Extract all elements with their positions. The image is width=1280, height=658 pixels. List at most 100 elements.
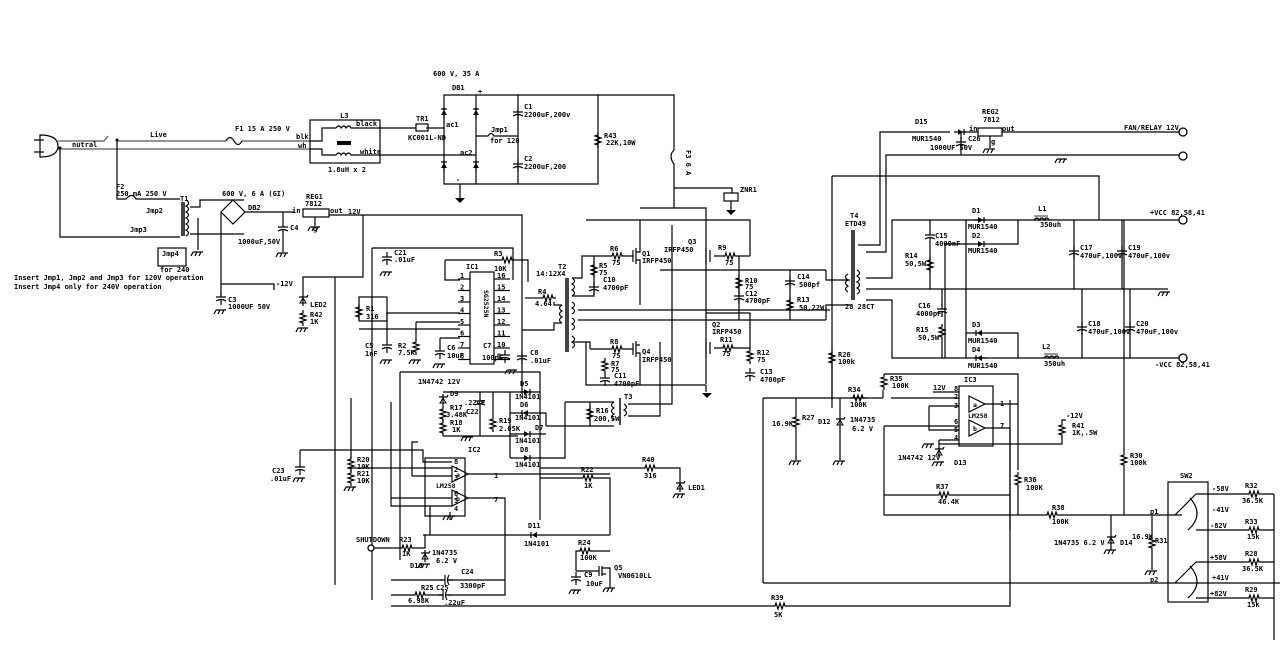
svg-text:2: 2 <box>954 393 958 401</box>
svg-text:D3: D3 <box>972 321 980 329</box>
terminal-vcc-neg[interactable] <box>1178 353 1188 363</box>
svg-text:6: 6 <box>454 490 458 498</box>
L2-value: 350uh <box>1044 360 1065 368</box>
C20-value: 470uF,100v <box>1136 328 1178 336</box>
R25-value: 6.98K <box>408 597 430 605</box>
shutdown-label: SHUTDOWN <box>356 536 390 544</box>
IC1-pin-right: 15 <box>497 284 505 292</box>
Q2-part: IRFP450 <box>712 328 742 336</box>
R20-value: 10K <box>357 463 370 471</box>
svg-text:p2: p2 <box>1150 576 1158 584</box>
R33-value: 15k <box>1247 533 1260 541</box>
terminal-vcc-pos[interactable] <box>1178 215 1188 225</box>
svg-text:7: 7 <box>494 496 498 504</box>
R10-value: 75 <box>745 283 753 291</box>
R14-value: 50,5W <box>905 260 927 268</box>
svg-text:SW2: SW2 <box>1180 472 1193 480</box>
IC1-pin-left: 2 <box>460 284 464 292</box>
shutdown-terminal[interactable] <box>367 544 375 552</box>
svg-text:-: - <box>456 176 460 184</box>
svg-text:b: b <box>456 495 460 503</box>
svg-text:R20: R20 <box>357 456 370 464</box>
svg-text:R15: R15 <box>916 326 929 334</box>
C25-value: .22uF <box>444 599 465 607</box>
svg-text:Q3: Q3 <box>688 238 696 246</box>
svg-text:g: g <box>991 138 995 146</box>
R8-value: 75 <box>612 352 620 360</box>
DB1-ac1: ac1 <box>446 121 459 129</box>
IC1-pin-left: 6 <box>460 330 464 338</box>
R29-value: 15k <box>1247 601 1260 609</box>
IC1-part: SG2525N <box>482 290 490 317</box>
C5-value: 1nF <box>365 350 378 358</box>
vcc-pos-label: +VCC 82,58,41 <box>1150 209 1205 217</box>
R43-value: 22K,10W <box>606 139 636 147</box>
IC1-pin-right: 10 <box>497 341 505 349</box>
svg-text:R42: R42 <box>310 311 323 319</box>
svg-text:R39: R39 <box>771 594 784 602</box>
R42-value: 1K <box>310 318 319 326</box>
svg-text:R40: R40 <box>642 456 655 464</box>
svg-text:+: + <box>478 88 482 96</box>
T2-ratio: 14:12X4 <box>536 270 566 278</box>
T4-ratio: 28 28CT <box>845 303 875 311</box>
Jmp1-ref: Jmp1 <box>491 126 508 134</box>
svg-text:a: a <box>456 471 460 479</box>
C24-value: 3300pF <box>460 582 485 590</box>
R30-value: 100k <box>1130 459 1148 467</box>
C7-value: 100pF <box>482 354 503 362</box>
svg-text:R6: R6 <box>610 245 618 253</box>
live-label: Live <box>150 131 167 139</box>
TR1 <box>415 123 429 132</box>
note-240v: Insert Jmp4 only for 240V operation <box>14 283 162 291</box>
Q3-part: IRFP450 <box>664 246 694 254</box>
D5-part: 1N4101 <box>515 393 540 401</box>
R27-value: 16.9K <box>772 420 794 428</box>
svg-text:C22: C22 <box>466 408 479 416</box>
svg-text:Q4: Q4 <box>642 348 650 356</box>
svg-text:D12: D12 <box>818 418 831 426</box>
note-120v: Insert Jmp1, Jmp2 and Jmp3 for 120V oper… <box>14 274 204 282</box>
svg-text:2: 2 <box>454 466 458 474</box>
IC1-pin-left: 1 <box>460 272 464 280</box>
IC1-pin-left: 5 <box>460 318 464 326</box>
SW2-body[interactable] <box>1167 481 1209 603</box>
TR1-value: KC001L-ND <box>408 134 446 142</box>
REG1-part: 7812 <box>305 200 322 208</box>
svg-text:R35: R35 <box>890 375 903 383</box>
R12-value: 75 <box>757 356 765 364</box>
svg-text:4: 4 <box>954 434 958 442</box>
svg-text:R16: R16 <box>596 407 609 415</box>
svg-text:C9: C9 <box>584 571 592 579</box>
svg-text:D15: D15 <box>915 118 928 126</box>
svg-text:Q1: Q1 <box>642 250 650 258</box>
R36-value: 100K <box>1026 484 1044 492</box>
terminal-fan-relay[interactable] <box>1178 127 1188 137</box>
C1-value: 2200uF,200v <box>524 111 570 119</box>
svg-text:C11: C11 <box>614 372 627 380</box>
R34-value: 100K <box>850 401 868 409</box>
svg-text:in: in <box>292 207 300 215</box>
D4-part: MUR1540 <box>968 362 998 370</box>
SW2-pos-neg58: -58V <box>1212 485 1230 493</box>
R2-value: 7.5K <box>398 349 416 357</box>
C18-value: 470uF,100v <box>1088 328 1130 336</box>
svg-text:D14: D14 <box>1120 539 1133 547</box>
svg-text:C17: C17 <box>1080 244 1093 252</box>
svg-text:R27: R27 <box>802 414 815 422</box>
svg-text:C12: C12 <box>745 290 758 298</box>
svg-text:LED1: LED1 <box>688 484 705 492</box>
svg-text:D6: D6 <box>520 401 528 409</box>
IC1-pin-right: 14 <box>497 295 505 303</box>
R17-value: 3.48K <box>446 411 468 419</box>
R11-value: 75 <box>722 350 730 358</box>
terminal-fan-gnd[interactable] <box>1178 151 1188 161</box>
C17-value: 470uF,100v <box>1080 252 1122 260</box>
svg-text:R22: R22 <box>581 466 594 474</box>
SW2-pos-pos41: +41V <box>1212 574 1230 582</box>
svg-text:R8: R8 <box>610 338 618 346</box>
Jmp4-note: for 240 <box>160 266 190 274</box>
svg-text:R37: R37 <box>936 483 949 491</box>
C23-value: .01uF <box>270 475 291 483</box>
IC1-pin-left: 3 <box>460 295 464 303</box>
